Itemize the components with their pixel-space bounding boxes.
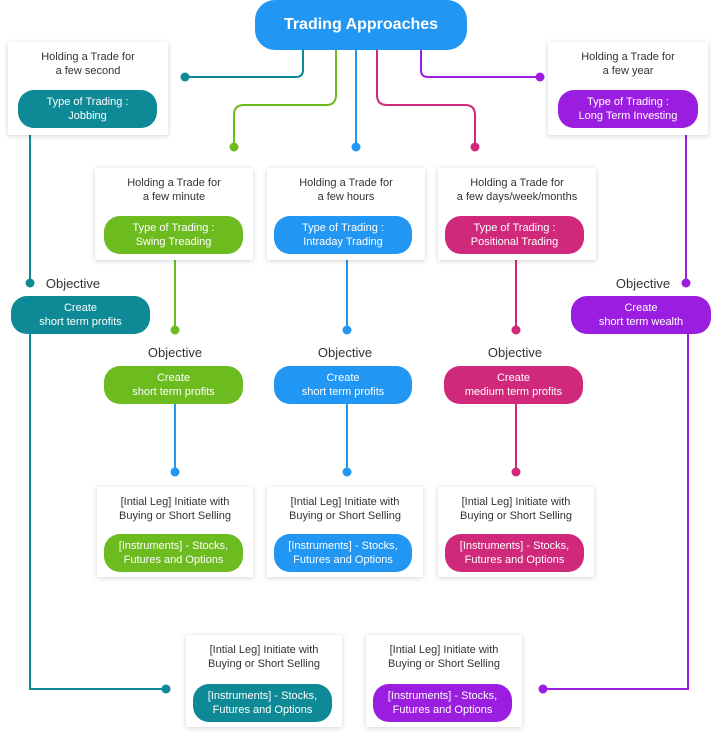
instruments-pill: [Instruments] - Stocks,Futures and Optio… bbox=[373, 684, 512, 722]
connector-dot bbox=[180, 72, 190, 82]
connector-dot bbox=[342, 325, 352, 335]
connector-dot bbox=[511, 467, 521, 477]
connector-dot bbox=[170, 467, 180, 477]
connector-dot bbox=[511, 325, 521, 335]
connector-dot bbox=[161, 684, 171, 694]
objective-label: Objective bbox=[147, 345, 203, 360]
objective-label: Objective bbox=[615, 276, 671, 291]
objective-label: Objective bbox=[317, 345, 373, 360]
objective-label: Objective bbox=[45, 276, 101, 291]
connector-dot bbox=[229, 142, 239, 152]
connector-dot bbox=[538, 684, 548, 694]
instruments-pill: [Instruments] - Stocks,Futures and Optio… bbox=[104, 534, 243, 572]
connector-dot bbox=[170, 325, 180, 335]
type-intraday-pill: Type of Trading :Intraday Trading bbox=[274, 216, 412, 254]
type-positional-pill: Type of Trading :Positional Trading bbox=[445, 216, 584, 254]
diagram-title: Trading Approaches bbox=[255, 0, 467, 50]
connector-dot bbox=[681, 278, 691, 288]
instruments-pill: [Instruments] - Stocks,Futures and Optio… bbox=[274, 534, 412, 572]
connector-dot bbox=[351, 142, 361, 152]
connector-dot bbox=[470, 142, 480, 152]
instruments-pill: [Instruments] - Stocks,Futures and Optio… bbox=[193, 684, 332, 722]
connector-dot bbox=[25, 278, 35, 288]
connector-dot bbox=[342, 467, 352, 477]
type-swing-pill: Type of Trading :Swing Treading bbox=[104, 216, 243, 254]
objective-label: Objective bbox=[487, 345, 543, 360]
connector-dot bbox=[535, 72, 545, 82]
type-long-term-pill: Type of Trading :Long Term Investing bbox=[558, 90, 698, 128]
type-jobbing-pill: Type of Trading :Jobbing bbox=[18, 90, 157, 128]
instruments-pill: [Instruments] - Stocks,Futures and Optio… bbox=[445, 534, 584, 572]
